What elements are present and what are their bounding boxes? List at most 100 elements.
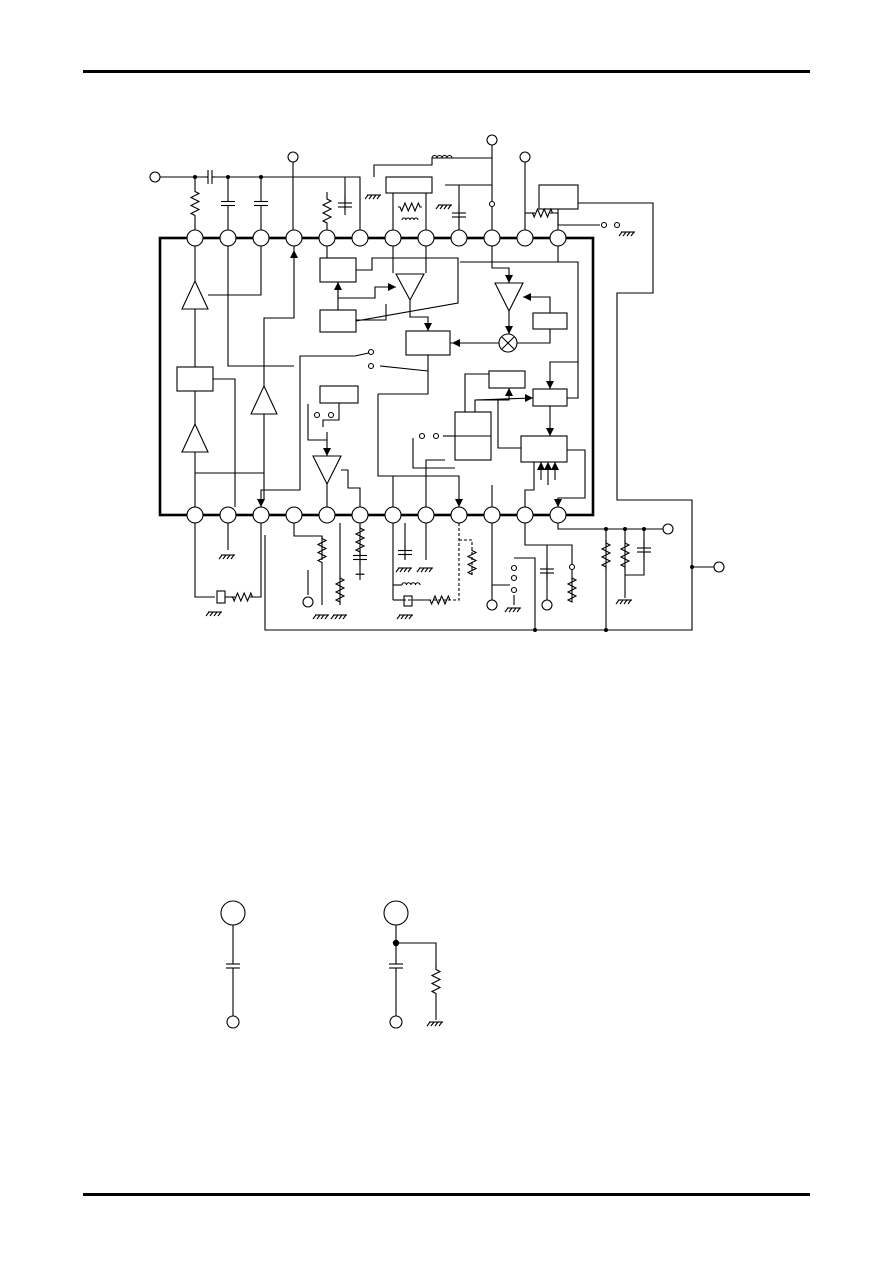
supply-terminal-4	[662, 523, 674, 535]
wire	[260, 355, 355, 507]
inductor	[355, 573, 365, 576]
block-top-right	[538, 184, 579, 210]
ground-hatch	[428, 567, 433, 573]
arrow-head	[544, 462, 552, 470]
wire	[213, 378, 236, 507]
block-c	[405, 330, 451, 356]
arrow-head	[523, 293, 531, 301]
ground-hatch	[403, 567, 408, 573]
ground-hatch	[372, 194, 377, 200]
ground-hatch	[627, 599, 632, 605]
ground-hatch	[516, 607, 521, 613]
pin-bottom-10	[483, 506, 501, 524]
ground-hatch	[618, 231, 623, 237]
amp-2	[181, 422, 209, 453]
pin-top-5	[318, 229, 336, 247]
resistor	[321, 192, 333, 230]
amp-5	[494, 282, 524, 313]
terminal-a	[226, 1015, 240, 1029]
ground-hatch	[399, 567, 404, 573]
resistor	[531, 207, 554, 219]
ground-hatch	[330, 614, 335, 620]
ground-hatch	[407, 567, 412, 573]
input-terminal	[149, 171, 161, 183]
ground-hatch	[218, 554, 223, 560]
wire	[337, 282, 396, 299]
test-terminal	[541, 599, 553, 611]
wire	[409, 300, 429, 331]
pin-top-1	[186, 229, 204, 247]
switch-contact	[510, 574, 518, 582]
ground-hatch	[439, 204, 444, 210]
pin-bottom-4	[285, 506, 303, 524]
wire	[460, 246, 559, 263]
wire	[549, 361, 578, 389]
block-g	[532, 388, 568, 407]
block-f	[319, 385, 359, 404]
wire	[412, 438, 455, 469]
ground-hatch	[368, 194, 373, 200]
pin-bottom-6	[351, 506, 369, 524]
pin-bottom-12	[549, 506, 567, 524]
arrow-head	[388, 283, 396, 291]
output-terminal	[713, 561, 725, 573]
pin-top-6	[351, 229, 369, 247]
ground-hatch	[376, 194, 381, 200]
block-i	[520, 435, 568, 463]
top-pin-row	[186, 229, 567, 247]
pin-top-10	[483, 229, 501, 247]
junction-dot	[533, 628, 537, 632]
bottom-pin-row	[186, 506, 567, 524]
ground-hatch	[430, 1021, 435, 1027]
inductor	[401, 217, 419, 221]
junction-dot	[604, 628, 608, 632]
ground-hatch	[342, 614, 347, 620]
wire	[341, 469, 361, 507]
wire	[464, 373, 489, 412]
wire	[208, 246, 262, 296]
block-b	[319, 309, 357, 333]
pin-circle-b	[383, 900, 409, 926]
wire	[497, 400, 521, 449]
switch-contact	[613, 221, 621, 229]
supply-terminal-1	[287, 151, 299, 163]
junction-dot	[623, 527, 627, 531]
arrow-head	[546, 381, 554, 389]
arrow-head	[424, 323, 432, 331]
wire	[250, 523, 262, 598]
wire	[377, 394, 394, 507]
wire	[524, 462, 535, 507]
inductor	[401, 582, 421, 586]
ground-hatch	[630, 231, 635, 237]
ground-hatch	[364, 194, 369, 200]
pin-circle-a	[220, 900, 246, 926]
pin-bottom-5	[318, 506, 336, 524]
pin-bottom-9	[450, 506, 468, 524]
resistor	[466, 550, 478, 575]
inductor	[431, 154, 453, 159]
ground-hatch	[395, 567, 400, 573]
ground-hatch	[512, 607, 517, 613]
terminal-b	[389, 1015, 403, 1029]
wire	[557, 523, 664, 530]
ground-hatch	[623, 599, 628, 605]
ground-hatch	[508, 607, 513, 613]
pin-bottom-3	[252, 506, 270, 524]
wire	[373, 157, 492, 177]
pin-top-2	[219, 229, 237, 247]
arrow-head	[505, 275, 513, 283]
ground-hatch	[404, 614, 409, 620]
ground-hatch	[396, 614, 401, 620]
wire	[378, 355, 429, 395]
crystal	[403, 595, 413, 607]
wire	[517, 329, 551, 344]
coupling-circuits-group	[220, 900, 443, 1029]
ground-hatch	[324, 614, 329, 620]
ground-hatch	[416, 567, 421, 573]
pin-bottom-1	[186, 506, 204, 524]
resistor	[600, 540, 612, 570]
switch-contact	[313, 411, 321, 419]
wire	[263, 246, 295, 386]
ground-hatch	[443, 204, 448, 210]
mixer-cross	[501, 336, 515, 350]
